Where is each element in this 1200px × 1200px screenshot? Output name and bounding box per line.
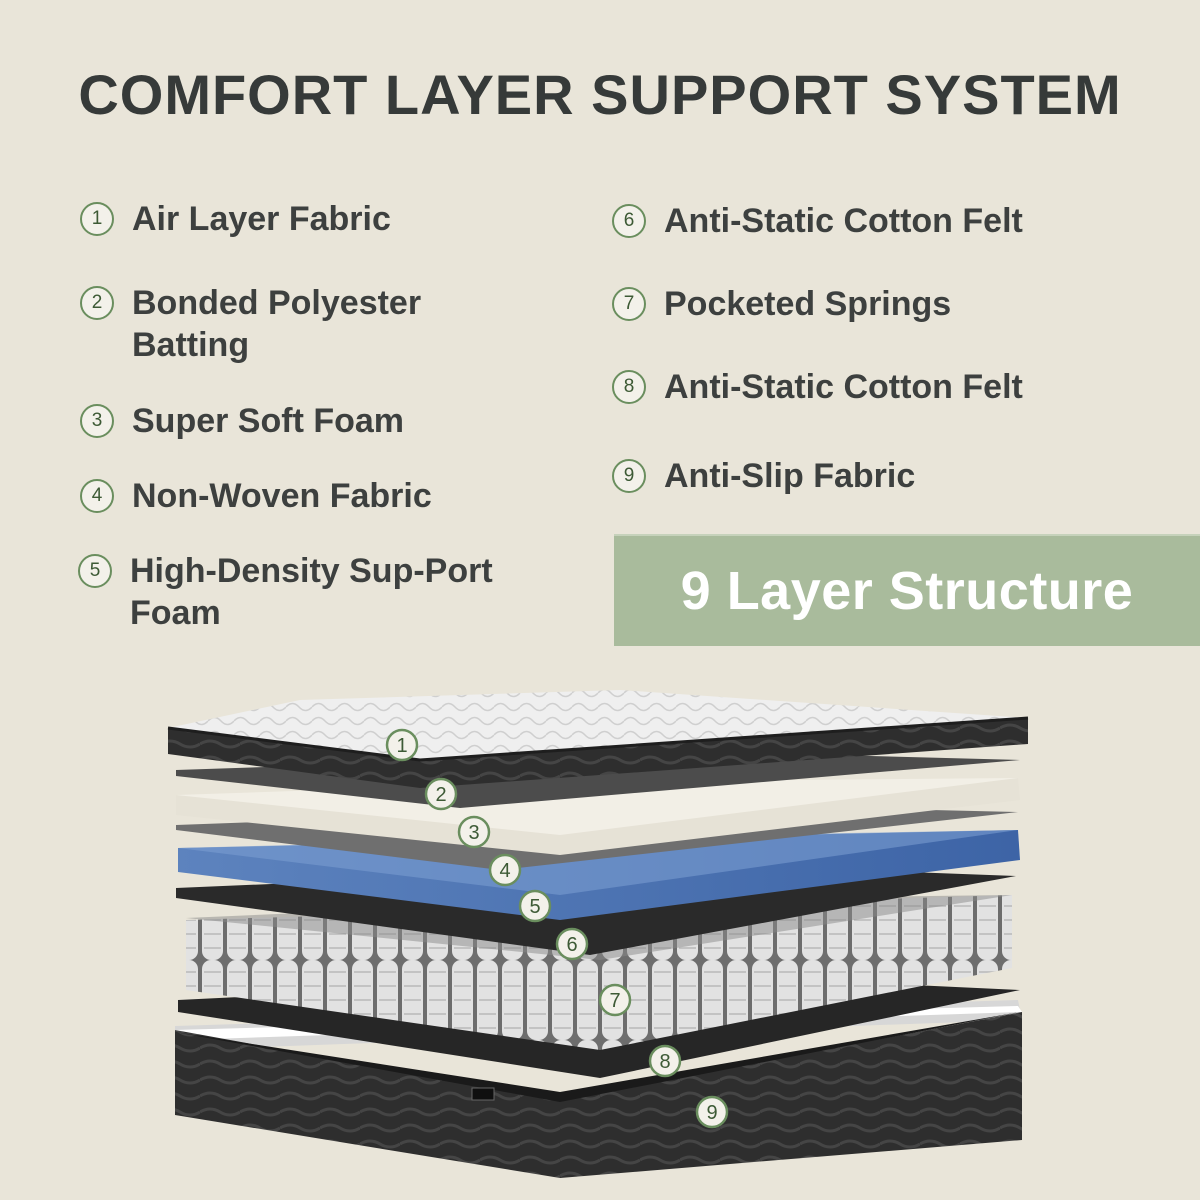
number-6-icon: 6 [612, 204, 646, 238]
layer-item-7: 7 Pocketed Springs [612, 283, 1172, 325]
layer-label: Non-Woven Fabric [132, 477, 432, 515]
number-7-icon: 7 [612, 287, 646, 321]
layer-marker-9: 9 [695, 1095, 729, 1129]
layer-label: Anti-Slip Fabric [664, 457, 916, 495]
number-5-icon: 5 [78, 554, 112, 588]
svg-text:5: 5 [529, 896, 540, 918]
svg-text:3: 3 [468, 822, 479, 844]
svg-text:9: 9 [706, 1102, 717, 1124]
layer-label: Air Layer Fabric [132, 200, 391, 238]
svg-text:7: 7 [609, 990, 620, 1012]
svg-text:2: 2 [435, 784, 446, 806]
number-4-icon: 4 [80, 479, 114, 513]
svg-text:6: 6 [566, 934, 577, 956]
number-9-icon: 9 [612, 459, 646, 493]
layer-marker-1: 1 [385, 728, 419, 762]
number-3-icon: 3 [80, 404, 114, 438]
layer-item-6: 6 Anti-Static Cotton Felt [612, 200, 1172, 242]
layer-item-4: 4 Non-Woven Fabric [80, 475, 560, 517]
mattress-illustration: 1 2 3 4 5 6 7 8 9 [167, 690, 1029, 1178]
layer-count-badge: 9 Layer Structure [614, 534, 1200, 646]
layer-item-5: 5 High-Density Sup-Port Foam [78, 550, 548, 634]
layer-marker-5: 5 [518, 889, 552, 923]
layer-marker-4: 4 [488, 853, 522, 887]
layer-marker-2: 2 [424, 777, 458, 811]
layer-label: High-Density Sup-Port Foam [130, 552, 493, 632]
layer-1-top [167, 690, 1029, 788]
page-title: COMFORT LAYER SUPPORT SYSTEM [78, 63, 1122, 126]
layer-marker-6: 6 [555, 927, 589, 961]
layer-item-1: 1 Air Layer Fabric [80, 198, 560, 240]
svg-text:8: 8 [659, 1051, 670, 1073]
layer-label: Pocketed Springs [664, 285, 952, 323]
layer-item-2: 2 Bonded Polyester Batting [80, 282, 480, 366]
layer-count-label: 9 Layer Structure [680, 561, 1134, 621]
layer-marker-8: 8 [648, 1044, 682, 1078]
number-8-icon: 8 [612, 370, 646, 404]
layer-label: Anti-Static Cotton Felt [664, 202, 1023, 240]
layer-item-3: 3 Super Soft Foam [80, 400, 560, 442]
svg-text:1: 1 [396, 735, 407, 757]
layer-item-9: 9 Anti-Slip Fabric [612, 455, 1172, 497]
number-1-icon: 1 [80, 202, 114, 236]
layer-marker-7: 7 [598, 983, 632, 1017]
layer-label: Super Soft Foam [132, 402, 405, 440]
svg-text:4: 4 [499, 860, 510, 882]
number-2-icon: 2 [80, 286, 114, 320]
layer-label: Bonded Polyester Batting [132, 284, 422, 364]
layer-label: Anti-Static Cotton Felt [664, 368, 1023, 406]
layer-item-8: 8 Anti-Static Cotton Felt [612, 366, 1172, 408]
layer-marker-3: 3 [457, 815, 491, 849]
